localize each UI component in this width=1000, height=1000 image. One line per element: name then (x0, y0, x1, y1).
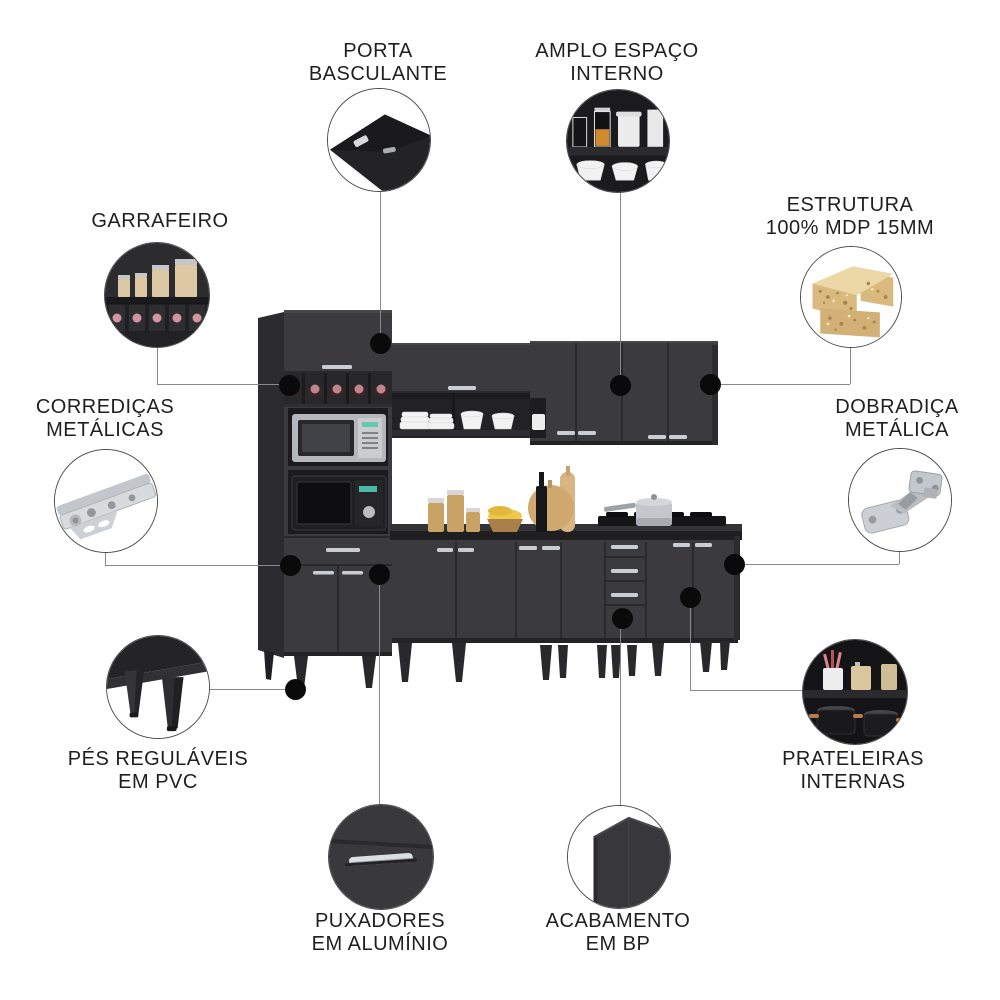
label-line: METÁLICAS (46, 419, 164, 441)
connector-line (710, 384, 850, 385)
feature-label-pes-regulaveis: PÉS REGULÁVEIS EM PVC (58, 748, 258, 794)
dobradica-photo (848, 448, 952, 552)
callout-dot-estrutura (700, 374, 721, 395)
callout-dot-corredicas (280, 555, 301, 576)
puxadores-photo (328, 804, 434, 910)
internal-shelves-detail (803, 640, 907, 744)
label-line: 100% MDP 15MM (765, 217, 935, 239)
connector-line (157, 384, 289, 385)
label-line: METÁLICA (844, 419, 950, 441)
callout-dot-prateleiras (680, 587, 701, 608)
label-line: EM PVC (118, 771, 198, 793)
callout-dot-acabamento (612, 608, 633, 629)
callout-dot-dobradica (724, 554, 745, 575)
label-line: CORREDIÇAS (35, 396, 175, 418)
label-line: DOBRADIÇA (835, 396, 959, 418)
label-line: PÉS REGULÁVEIS (67, 748, 249, 770)
feature-label-prateleiras: PRATELEIRAS INTERNAS (753, 748, 953, 794)
connector-line (620, 192, 621, 385)
bp-finish-detail (568, 806, 670, 908)
label-line: ACABAMENTO (545, 910, 691, 932)
hinge-detail (849, 449, 951, 551)
label-line: EM BP (585, 933, 651, 955)
label-line: PUXADORES (314, 910, 446, 932)
feature-label-puxadores: PUXADORES EM ALUMÍNIO (280, 910, 480, 956)
feature-label-estrutura: ESTRUTURA 100% MDP 15MM (750, 194, 950, 240)
pes-regulaveis-photo (106, 635, 210, 739)
drawer-slide-detail (55, 450, 157, 552)
connector-line (620, 618, 621, 805)
garrafeiro-photo (104, 242, 210, 348)
label-line: INTERNO (570, 63, 664, 85)
feature-label-acabamento: ACABAMENTO EM BP (518, 910, 718, 956)
connector-line (899, 550, 900, 564)
bottle-rack-detail (105, 243, 209, 347)
connector-line (850, 346, 851, 384)
label-line: GARRAFEIRO (91, 210, 229, 232)
connector-line (734, 564, 899, 565)
label-line: INTERNAS (800, 771, 906, 793)
acabamento-photo (567, 805, 671, 909)
label-line: PRATELEIRAS (782, 748, 924, 770)
connector-line (105, 565, 290, 566)
label-line: BASCULANTE (308, 63, 448, 85)
aluminum-handle-detail (329, 805, 433, 909)
connector-line (690, 690, 802, 691)
connector-line (380, 191, 381, 343)
mdp-board-detail (801, 247, 901, 347)
connector-line (157, 346, 158, 384)
callout-dot-amplo-espaco (610, 375, 631, 396)
callout-dot-garrafeiro (279, 375, 300, 396)
feature-label-amplo-espaco: AMPLO ESPAÇO INTERNO (517, 40, 717, 86)
feature-label-porta-basculante: PORTA BASCULANTE (278, 40, 478, 86)
estrutura-mdp-photo (800, 246, 902, 348)
open-shelf-detail (567, 90, 669, 192)
prateleiras-photo (802, 639, 908, 745)
feature-label-dobradica: DOBRADIÇA METÁLICA (797, 396, 997, 442)
feature-label-garrafeiro: GARRAFEIRO (60, 210, 260, 233)
corredicas-photo (54, 449, 158, 553)
callout-dot-pes (285, 679, 306, 700)
feature-label-corredicas: CORREDIÇAS METÁLICAS (5, 396, 205, 442)
connector-line (208, 689, 295, 690)
callout-dot-porta-basculante (370, 333, 391, 354)
porta-basculante-photo (327, 88, 431, 192)
label-line: ESTRUTURA (786, 194, 914, 216)
label-line: AMPLO ESPAÇO (535, 40, 699, 62)
amplo-espaco-photo (566, 89, 670, 193)
connector-line (105, 551, 106, 565)
connector-line (379, 574, 380, 804)
connector-line (690, 597, 691, 690)
label-line: PORTA (343, 40, 413, 62)
flip-door-detail (328, 89, 430, 191)
label-line: EM ALUMÍNIO (311, 933, 449, 955)
adjustable-feet-detail (107, 636, 209, 738)
callout-dot-puxadores (369, 564, 390, 585)
